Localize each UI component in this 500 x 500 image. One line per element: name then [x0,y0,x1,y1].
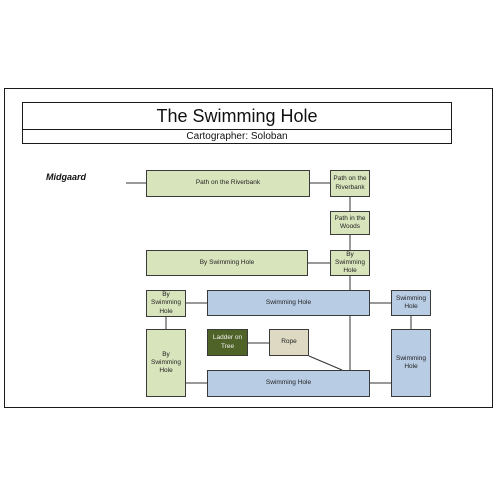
title-block: The Swimming Hole Cartographer: Soloban [22,102,452,144]
room-swimming-hole-right-small[interactable]: Swimming Hole [391,290,431,316]
room-by-swimming-hole-wide[interactable]: By Swimming Hole [146,250,308,276]
room-swimming-hole-right-tall[interactable]: Swimming Hole [391,329,431,397]
room-path-on-riverbank-short[interactable]: Path on the Riverbank [330,170,370,197]
room-path-in-woods[interactable]: Path in the Woods [330,211,370,235]
room-by-swimming-hole-left[interactable]: By Swimming Hole [146,290,186,317]
cartographer-label: Cartographer: Soloban [186,131,288,142]
room-swimming-hole-lower[interactable]: Swimming Hole [207,370,370,397]
room-swimming-hole-upper[interactable]: Swimming Hole [207,290,370,316]
room-by-swimming-hole-tall[interactable]: By Swimming Hole [146,329,186,397]
map-title: The Swimming Hole [23,103,451,130]
room-ladder-on-tree[interactable]: Ladder on Tree [207,329,248,356]
exit-rope-to-lower [308,355,343,371]
room-rope[interactable]: Rope [269,329,309,356]
region-label: Midgaard [46,172,87,182]
room-by-swimming-hole-right[interactable]: By Swimming Hole [330,250,370,276]
room-path-on-riverbank-long[interactable]: Path on the Riverbank [146,170,310,197]
